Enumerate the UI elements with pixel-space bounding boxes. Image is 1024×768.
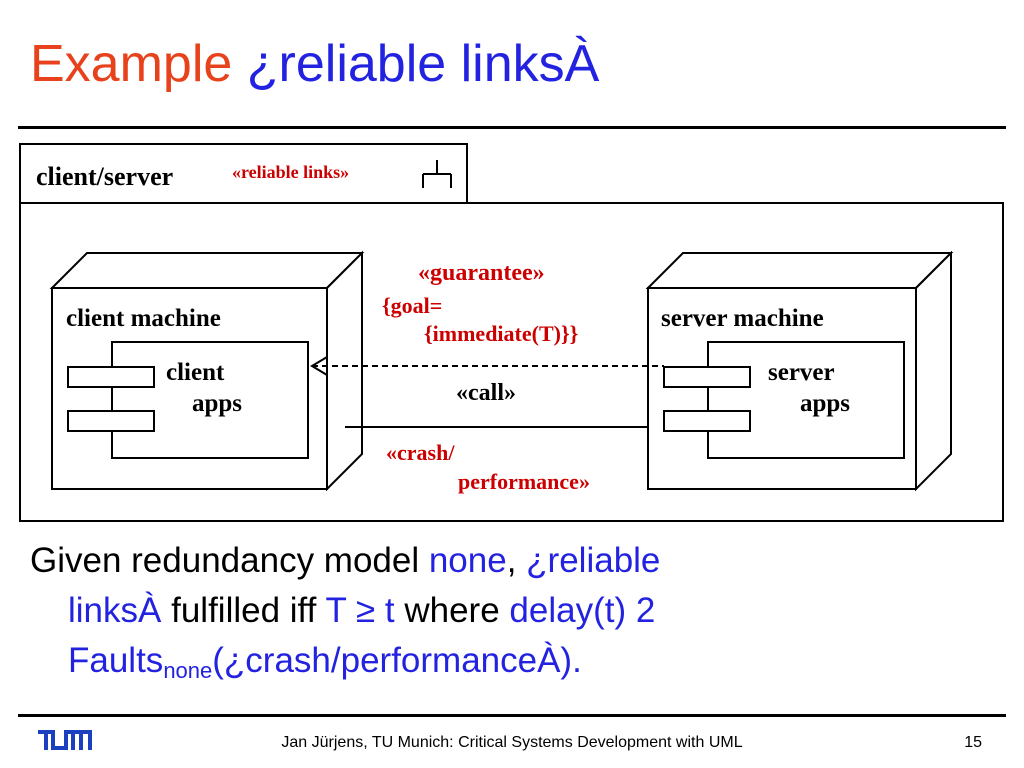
- client-node-label: client machine: [66, 305, 221, 332]
- server-component-line2: apps: [800, 390, 850, 417]
- body-text-faults: Faults: [68, 641, 164, 680]
- body-text-reliable: ¿reliable: [526, 541, 661, 580]
- footer-text: Jan Jürjens, TU Munich: Critical Systems…: [281, 734, 743, 751]
- body-text-subscript: none: [163, 658, 213, 683]
- body-line-3: Faultsnone(¿crash/performanceÀ).: [30, 636, 1000, 696]
- body-text-none: none: [428, 541, 507, 580]
- body-text-given: Given redundancy model: [30, 541, 429, 580]
- body-text-links: linksÀ: [68, 591, 162, 630]
- slide-title: Example ¿reliable linksÀ: [30, 34, 599, 94]
- deployment-diagram: client/server «reliable links» client ma…: [19, 143, 1004, 522]
- package-label: client/server: [36, 162, 173, 191]
- client-component-line1: client: [166, 359, 225, 386]
- body-line-1: Given redundancy model none, ¿reliable: [30, 536, 1000, 586]
- crash-line2: performance»: [458, 469, 590, 494]
- guarantee-dependency: [310, 356, 664, 376]
- body-text-crash-perf: (¿crash/performanceÀ).: [212, 641, 582, 680]
- guarantee-stereotype: «guarantee»: [418, 260, 545, 286]
- body-text-comma: ,: [506, 541, 527, 580]
- footer-divider: [18, 714, 1006, 717]
- body-text-delay: delay(t) 2: [509, 591, 656, 630]
- client-component: client apps: [67, 341, 309, 459]
- crash-line1: «crash/: [386, 440, 455, 465]
- package-stereotype: «reliable links»: [232, 162, 349, 182]
- body-line-2: linksÀ fulfilled iff T ≥ t where delay(t…: [30, 586, 1000, 636]
- tum-logo: [38, 730, 92, 750]
- call-stereotype: «call»: [456, 380, 516, 406]
- subsystem-fork-icon: [422, 160, 452, 188]
- client-component-line2: apps: [192, 390, 242, 417]
- body-paragraph: Given redundancy model none, ¿reliable l…: [30, 536, 1000, 696]
- body-text-condition: T ≥ t: [325, 591, 395, 630]
- title-example: Example: [30, 35, 233, 93]
- title-divider: [18, 126, 1006, 129]
- title-stereotype: ¿reliable linksÀ: [246, 35, 600, 93]
- server-node-label: server machine: [661, 305, 824, 332]
- package-tab: [19, 143, 468, 205]
- body-text-fulfilled: fulfilled iff: [161, 591, 326, 630]
- goal-line1: {goal=: [382, 293, 442, 318]
- client-node: client machine client apps: [49, 250, 365, 492]
- arrow-head-icon: [310, 356, 328, 376]
- goal-line2: {immediate(T)}}: [424, 321, 578, 346]
- server-component-line1: server: [768, 359, 835, 386]
- server-component: server apps: [663, 341, 905, 459]
- page-number: 15: [964, 734, 982, 751]
- body-text-where: where: [394, 591, 510, 630]
- server-node: server machine server apps: [645, 250, 954, 492]
